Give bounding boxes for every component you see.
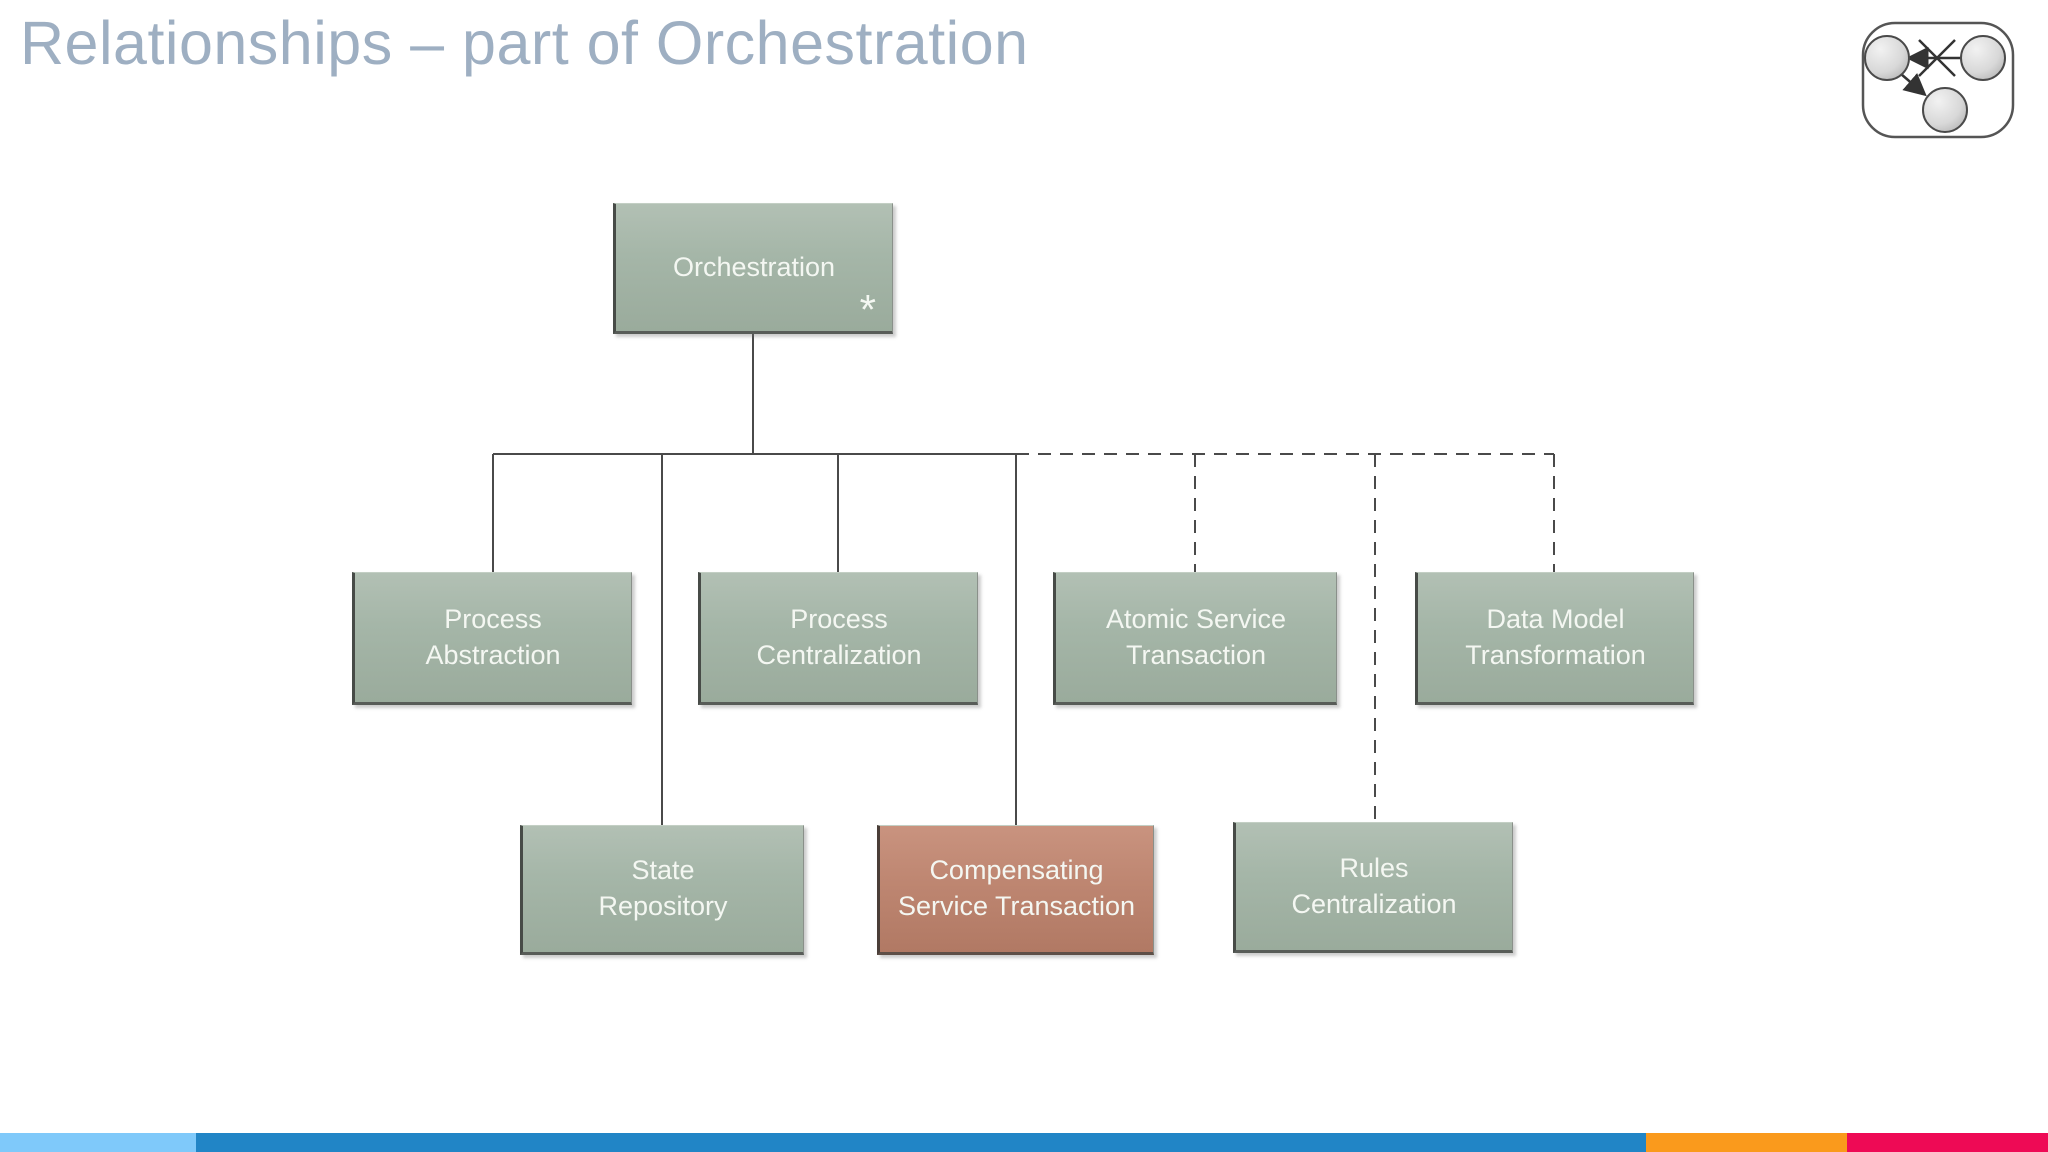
node-orchestration: Orchestration * [613,203,893,334]
node-process-abstraction: Process Abstraction [352,572,632,705]
node-label: Data Model Transformation [1465,603,1646,670]
node-rules-centralization: Rules Centralization [1233,822,1513,953]
node-label: State Repository [598,855,728,921]
node-label: Compensating Service Transaction [897,855,1136,921]
footer-bar-segment-blue [196,1133,1646,1152]
orchestration-asterisk: * [859,285,876,333]
icon-node-circle [1922,87,1968,133]
footer-bar-segment-pink [1847,1133,2048,1152]
node-atomic-service-transaction: Atomic Service Transaction [1053,572,1337,705]
node-data-model-transformation: Data Model Transformation [1415,572,1694,705]
icon-allowed-arrow [1900,73,1927,97]
node-process-centralization: Process Centralization [698,572,978,705]
node-label: Rules Centralization [1291,852,1457,919]
relationships-crossed-arrow-icon [1861,21,2015,139]
node-label: Atomic Service Transaction [1105,603,1287,670]
icon-node-circle [1864,35,1910,81]
icon-node-circle [1960,35,2006,81]
node-compensating-service-transaction: Compensating Service Transaction [877,825,1154,955]
node-label: Process Centralization [756,603,922,670]
node-label: Orchestration [672,251,836,282]
slide-title: Relationships – part of Orchestration [20,9,1029,77]
footer-bar-segment-light-blue [0,1133,196,1152]
footer-bar-segment-orange [1646,1133,1847,1152]
node-state-repository: State Repository [520,825,804,955]
icon-x-stroke-2 [1918,39,1956,77]
node-label: Process Abstraction [425,603,561,670]
